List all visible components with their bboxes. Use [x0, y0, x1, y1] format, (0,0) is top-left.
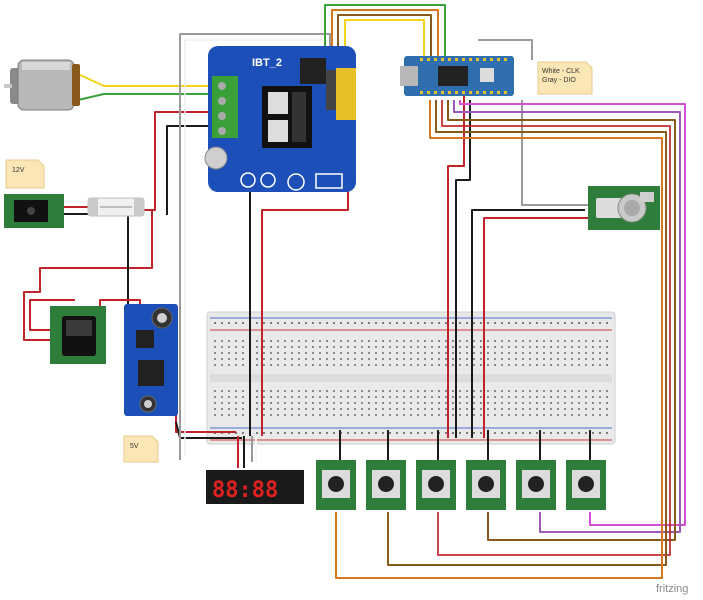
supply-voltage-note: 12V	[5, 159, 45, 189]
ibt2-motor-driver: IBT_2	[204, 46, 356, 192]
arduino-pins	[420, 58, 507, 94]
rotary-potentiometer	[588, 186, 660, 230]
logic-voltage-note: 5V	[123, 435, 159, 463]
display-wiring-note: White - CLK Gray - DIO	[537, 61, 593, 95]
push-button	[466, 460, 506, 510]
push-button	[516, 460, 556, 510]
push-button	[566, 460, 606, 510]
logic-voltage-label: 5V	[130, 443, 139, 450]
wires	[23, 4, 686, 579]
rocker-switch	[50, 306, 106, 364]
clk-note-label: White - CLK	[542, 68, 580, 75]
fritzing-watermark: fritzing	[656, 583, 688, 595]
dc-motor	[4, 59, 80, 111]
push-button	[416, 460, 456, 510]
breadboard	[206, 311, 616, 445]
driver-name-label: IBT_2	[252, 57, 282, 69]
display-digits: 88:88	[212, 478, 278, 503]
barrel-jack	[4, 194, 64, 228]
arduino-nano	[400, 56, 514, 96]
push-button	[316, 460, 356, 510]
push-buttons	[316, 460, 606, 510]
breadboard-holes	[214, 322, 608, 434]
supply-voltage-label: 12V	[12, 167, 25, 174]
seven-segment-display: 88:88	[206, 470, 304, 504]
push-button	[366, 460, 406, 510]
dio-note-label: Gray - DIO	[542, 77, 576, 84]
buck-converter	[124, 304, 178, 416]
fuse	[87, 197, 145, 217]
